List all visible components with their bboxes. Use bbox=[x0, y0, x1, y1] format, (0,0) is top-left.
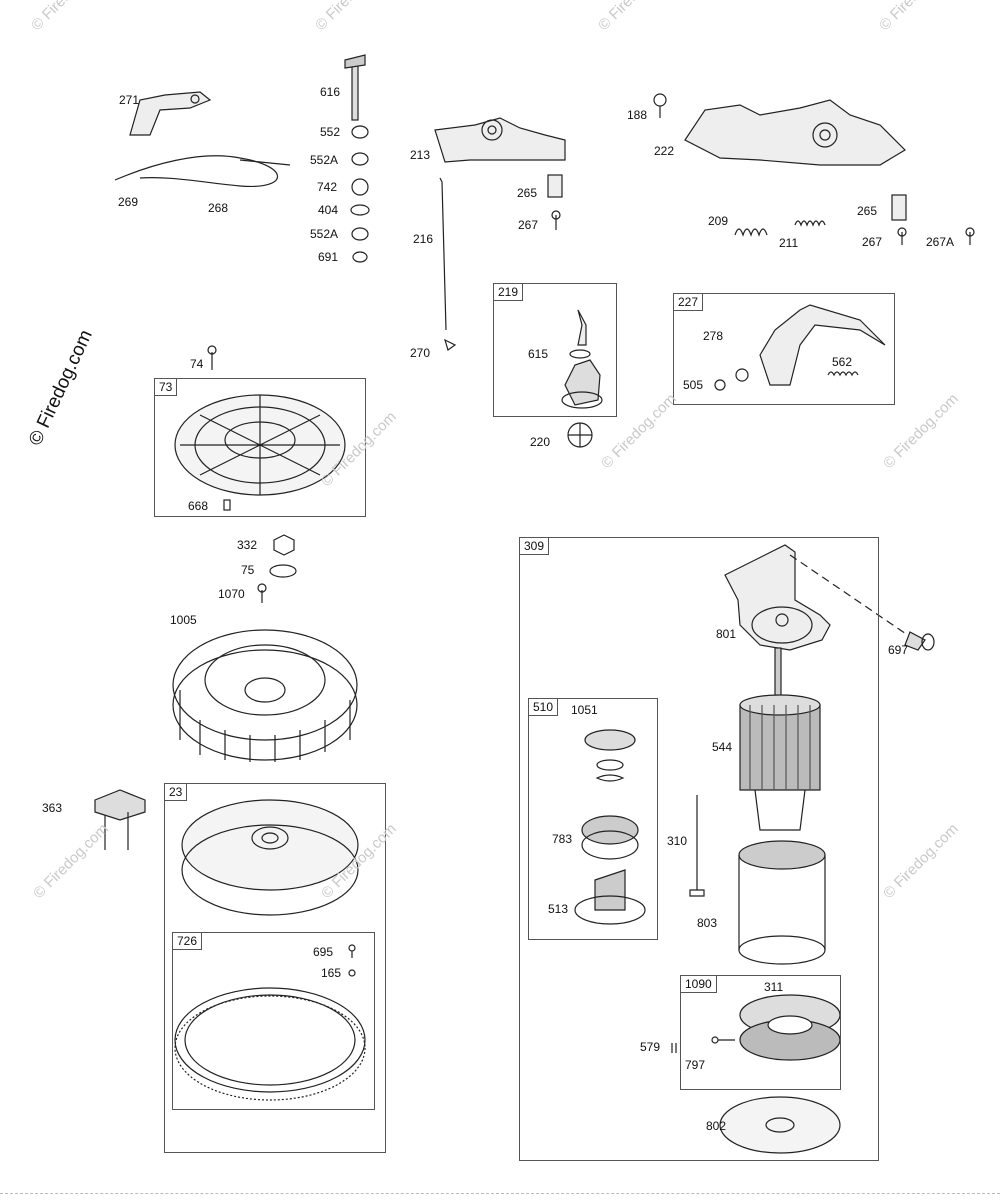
part-23-flywheel bbox=[181, 799, 359, 916]
part-label: 1051 bbox=[571, 703, 598, 717]
part-label: 803 bbox=[697, 916, 718, 930]
part-label: 270 bbox=[410, 346, 431, 360]
part-213-bracket bbox=[434, 117, 566, 163]
part-label: 552 bbox=[320, 125, 341, 139]
part-801-end-cap bbox=[724, 544, 831, 651]
part-label: 783 bbox=[552, 832, 573, 846]
footer-rule bbox=[0, 1193, 1000, 1200]
part-label: 562 bbox=[832, 355, 853, 369]
box-726-label: 726 bbox=[173, 933, 203, 950]
part-label: 75 bbox=[241, 563, 255, 577]
part-label: 211 bbox=[779, 236, 799, 250]
part-label: 513 bbox=[548, 902, 569, 916]
part-544-armature bbox=[739, 647, 821, 831]
box-219: 219 bbox=[493, 283, 617, 417]
box-726: 726 bbox=[172, 932, 375, 1110]
part-802-end-plate bbox=[719, 1096, 841, 1154]
part-label: 310 bbox=[667, 834, 688, 848]
part-label: 271 bbox=[119, 93, 140, 107]
box-227: 227 bbox=[673, 293, 895, 405]
part-label: 742 bbox=[317, 180, 338, 194]
box-309-label: 309 bbox=[520, 538, 550, 555]
part-label: 363 bbox=[42, 801, 63, 815]
part-label: 311 bbox=[764, 980, 784, 994]
washer-stack bbox=[350, 125, 370, 263]
part-188-screw bbox=[653, 93, 667, 118]
part-label: 801 bbox=[716, 627, 737, 641]
part-label: 267A bbox=[926, 235, 955, 249]
part-label: 668 bbox=[188, 499, 209, 513]
part-1090-brush-holder bbox=[739, 994, 841, 1061]
part-label: 691 bbox=[318, 250, 339, 264]
part-label: 222 bbox=[654, 144, 675, 158]
part-label: 74 bbox=[190, 357, 204, 371]
part-label: 552A bbox=[310, 227, 339, 241]
part-label: 188 bbox=[627, 108, 648, 122]
part-label: 616 bbox=[320, 85, 341, 99]
part-697-bolt bbox=[904, 631, 935, 651]
part-label: 209 bbox=[708, 214, 729, 228]
part-label: 579 bbox=[640, 1040, 661, 1054]
part-label: 267 bbox=[518, 218, 539, 232]
part-label: 265 bbox=[517, 186, 538, 200]
part-label: 216 bbox=[413, 232, 434, 246]
part-363-armature bbox=[94, 789, 146, 850]
part-label: 505 bbox=[683, 378, 704, 392]
box-23-label: 23 bbox=[165, 784, 188, 801]
part-label: 404 bbox=[318, 203, 339, 217]
box-227-label: 227 bbox=[674, 294, 704, 311]
part-label: 552A bbox=[310, 153, 339, 167]
part-label: 165 bbox=[321, 966, 342, 980]
box-73-label: 73 bbox=[155, 379, 178, 396]
part-332-nut bbox=[273, 534, 295, 556]
part-216-rod bbox=[439, 177, 457, 351]
part-label: 268 bbox=[208, 201, 229, 215]
part-label: 1005 bbox=[170, 613, 197, 627]
box-510-label: 510 bbox=[529, 699, 559, 716]
part-271-lever bbox=[129, 91, 212, 136]
part-label: 797 bbox=[685, 1058, 706, 1072]
part-668 bbox=[223, 499, 231, 511]
box-1090-label: 1090 bbox=[681, 976, 717, 993]
part-268-cable bbox=[114, 155, 291, 188]
part-265-clip bbox=[547, 174, 563, 230]
part-label: 265 bbox=[857, 204, 878, 218]
part-1005-flywheel-fan bbox=[172, 629, 358, 762]
part-label: 213 bbox=[410, 148, 431, 162]
part-209-spring bbox=[734, 220, 826, 237]
part-label: 544 bbox=[712, 740, 733, 754]
part-219-gear-assembly bbox=[561, 309, 603, 409]
box-23: 23 bbox=[164, 783, 386, 1153]
part-label: 802 bbox=[706, 1119, 727, 1133]
part-label: 278 bbox=[703, 329, 724, 343]
part-803-housing bbox=[738, 840, 826, 965]
part-75-washer bbox=[269, 564, 297, 578]
box-219-label: 219 bbox=[494, 284, 524, 301]
box-1090: 1090 bbox=[680, 975, 841, 1090]
part-label: 615 bbox=[528, 347, 549, 361]
part-616-shaft bbox=[344, 54, 366, 121]
part-510-drive-assembly bbox=[574, 729, 646, 925]
part-222-bracket bbox=[684, 99, 906, 166]
part-73-fan-screen bbox=[174, 394, 346, 496]
part-label: 269 bbox=[118, 195, 139, 209]
box-510: 510 bbox=[528, 698, 658, 940]
part-label: 332 bbox=[237, 538, 258, 552]
part-227-bracket bbox=[714, 304, 886, 391]
part-label: 697 bbox=[888, 643, 909, 657]
part-label: 1070 bbox=[218, 587, 245, 601]
part-label: 267 bbox=[862, 235, 883, 249]
part-label: 220 bbox=[530, 435, 551, 449]
part-726-ring-gear bbox=[174, 987, 366, 1101]
part-label: 695 bbox=[313, 945, 334, 959]
box-73: 73 bbox=[154, 378, 366, 517]
box-309: 309 bbox=[519, 537, 879, 1161]
